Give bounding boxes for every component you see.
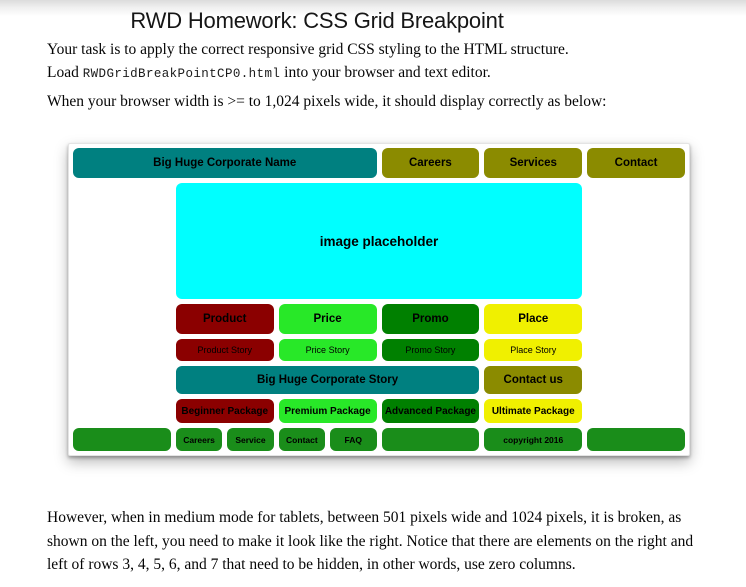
grid-cell-place-story: Place Story [484,339,583,361]
intro-paragraph: Your task is to apply the correct respon… [47,38,569,86]
grid-cell-careers: Careers [175,428,223,451]
grid-cell-contact: Contact [587,148,685,178]
file-name-code: RWDGridBreakPointCP0.html [82,67,281,81]
grid-cell-beginner-package: Beginner Package [175,399,274,423]
grid-cell-price: Price [278,304,377,334]
grid-cell-empty [587,428,685,451]
grid-cell-contact-us: Contact us [484,366,583,394]
grid-cell-promo: Promo [381,304,480,334]
grid-cell-ultimate-package: Ultimate Package [484,399,583,423]
page-title: RWD Homework: CSS Grid Breakpoint [130,8,504,33]
grid-cell-empty [381,428,480,451]
intro-task-line: Your task is to apply the correct respon… [47,41,569,58]
grid-cell-promo-story: Promo Story [381,339,480,361]
grid-cell-contact: Contact [278,428,326,451]
grid-cell-product-story: Product Story [175,339,274,361]
intro-load-suffix: into your browser and text editor. [280,64,491,81]
grid-cell-place: Place [484,304,583,334]
grid-cell-big-huge-corporate-story: Big Huge Corporate Story [175,366,480,394]
grid-cell-big-huge-corporate-name: Big Huge Corporate Name [73,148,377,178]
grid-cell-image-placeholder: image placeholder [175,183,583,299]
breakpoint-note: When your browser width is >= to 1,024 p… [47,93,607,110]
grid-cell-faq: FAQ [330,428,377,451]
page-top-edge [0,0,746,16]
grid-cell-service: Service [227,428,274,451]
grid-cell-empty [73,428,171,451]
grid-cell-services: Services [484,148,583,178]
grid-cell-price-story: Price Story [278,339,377,361]
grid-cell-copyright-2016: copyright 2016 [484,428,583,451]
grid-cell-premium-package: Premium Package [278,399,377,423]
intro-load-prefix: Load [47,64,83,81]
grid-cell-product: Product [175,304,274,334]
grid-cell-careers: Careers [381,148,480,178]
grid-cell-advanced-package: Advanced Package [381,399,480,423]
closing-paragraph: However, when in medium mode for tablets… [47,509,694,573]
